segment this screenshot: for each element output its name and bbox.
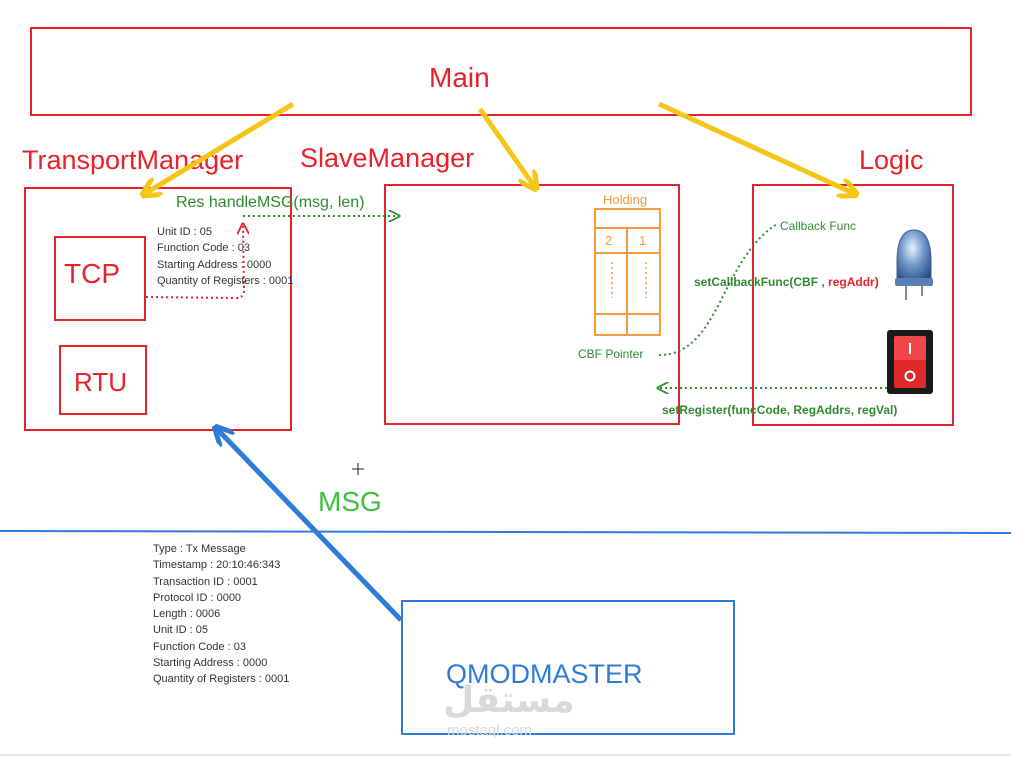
transport-field-function-code: Function Code : 03 [157,242,250,255]
qmod-field-type: Type : Tx Message [153,543,246,555]
transport-field-unit-id: Unit ID : 05 [157,226,213,238]
rtu-box [59,345,147,415]
set-callback-func-sep: , [818,275,829,289]
transport-fields: Unit ID : 05 Function Code : 03 Starting… [157,224,293,289]
holding-cell-1: 1 [639,233,647,248]
holding-cell-2: 2 [605,233,613,248]
qmod-field-starting-address: Starting Address : 0000 [153,657,268,670]
qmod-field-function-code: Function Code : 03 [153,640,246,653]
qmod-field-transaction-id: Transaction ID : 0001 [153,575,258,588]
separator-line [0,530,1011,534]
arrow-main-to-slave [477,107,534,186]
set-callback-func-label: setCallbackFunc(CBF , regAddr) [694,275,879,289]
tcp-box [54,236,146,321]
transport-field-quantity: Quantity of Registers : 0001 [157,274,294,287]
qmod-field-protocol-id: Protocol ID : 0000 [153,591,242,604]
tcp-label: TCP [64,258,120,289]
transport-manager-title: TransportManager [22,145,244,175]
logic-title: Logic [859,145,924,175]
watermark-url: mostaql.com [447,722,533,739]
watermark-logo: مستقل [443,680,575,721]
transport-field-starting-address: Starting Address : 0000 [157,258,272,271]
qmodmaster-box [401,600,735,735]
holding-vertical-split [626,227,628,336]
msg-label: MSG [318,486,382,517]
main-box [30,27,972,116]
main-label: Main [429,62,490,93]
arrow-main-to-logic [657,101,853,193]
set-callback-func-prefix: setCallbackFunc(CBF [694,275,819,289]
slave-manager-title: SlaveManager [300,143,475,173]
qmod-fields: Type : Tx Message Timestamp : 20:10:46:3… [153,541,289,688]
qmod-field-unit-id: Unit ID : 05 [153,624,209,637]
cbf-pointer-label: CBF Pointer [578,347,644,361]
set-callback-func-arg: regAddr) [828,275,879,289]
handle-msg-label: Res handleMSG(msg, len) [176,194,365,211]
callback-func-label: Callback Func [780,219,857,233]
set-register-label: setRegister(funcCode, RegAddrs, regVal) [662,403,898,417]
qmod-field-quantity: Quantity of Registers : 0001 [153,673,290,686]
qmodmaster-label: QMODMASTER [446,659,643,689]
holding-label: Holding [603,192,648,207]
rtu-label: RTU [74,367,127,397]
qmod-field-timestamp: Timestamp : 20:10:46:343 [153,559,281,572]
qmod-field-length: Length : 0006 [153,608,221,621]
holding-divider-top [594,208,661,229]
